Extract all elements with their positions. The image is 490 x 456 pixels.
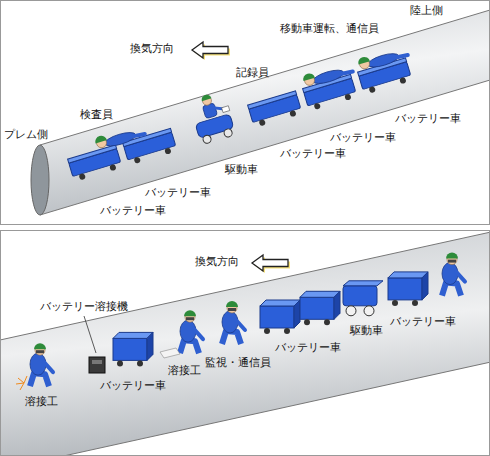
inspector-figure <box>94 123 146 151</box>
part-label: バッテリー車 <box>145 186 211 200</box>
battery-car <box>248 91 303 128</box>
drive-car <box>343 281 383 316</box>
part-label: 換気方向 <box>130 42 174 56</box>
part-label: プレム側 <box>4 128 48 142</box>
part-label: 駆動車 <box>350 324 383 338</box>
pipe-opening <box>31 145 49 215</box>
panel-frame <box>1 1 490 225</box>
panel-frame <box>1 231 490 456</box>
battery-car <box>260 300 300 334</box>
part-label: バッテリー車 <box>280 147 346 161</box>
recorder-figure <box>199 89 230 118</box>
pipe-body <box>0 232 490 456</box>
leader-line <box>84 316 96 353</box>
battery-car <box>68 145 123 182</box>
operator-figure <box>302 61 354 89</box>
part-label: 換気方向 <box>195 255 239 269</box>
part-label: 陸上側 <box>410 4 443 18</box>
part-label: 溶接工 <box>25 395 58 409</box>
pipe-edge <box>40 80 490 215</box>
part-label: 記録員 <box>236 66 269 80</box>
part-label: バッテリー車 <box>100 204 166 218</box>
part-label: バッテリー車 <box>390 315 456 329</box>
ventilation-arrow <box>252 255 290 273</box>
part-label: バッテリー車 <box>275 341 341 355</box>
weld-paper <box>160 348 180 358</box>
part-label: バッテリー溶接機 <box>40 300 128 314</box>
part-label: 検査員 <box>80 108 113 122</box>
welder-figure <box>30 343 53 386</box>
panel-ground <box>0 0 490 225</box>
battery-welder <box>89 357 105 373</box>
battery-car <box>388 272 428 306</box>
part-label: 溶接工 <box>168 364 201 378</box>
part-label: バッテリー車 <box>100 379 166 393</box>
weld-sparks <box>16 376 27 390</box>
part-label: 監視・通信員 <box>205 356 271 370</box>
battery-car <box>300 291 340 325</box>
ventilation-arrow <box>192 42 230 60</box>
worker-figure <box>442 253 465 296</box>
pipe-body <box>40 10 490 215</box>
pipe-edge <box>0 362 490 456</box>
part-label: バッテリー車 <box>395 112 461 126</box>
monitor-figure <box>222 301 245 344</box>
operator-figure <box>357 45 409 73</box>
pipe-edge <box>40 10 490 145</box>
battery-car <box>113 332 153 366</box>
pipe-edge <box>0 232 490 340</box>
drive-car <box>195 114 236 145</box>
part-label: バッテリー車 <box>330 131 396 145</box>
part-label: 移動車運転、通信員 <box>280 22 379 36</box>
welder-figure <box>180 310 203 353</box>
part-label: 駆動車 <box>225 163 258 177</box>
